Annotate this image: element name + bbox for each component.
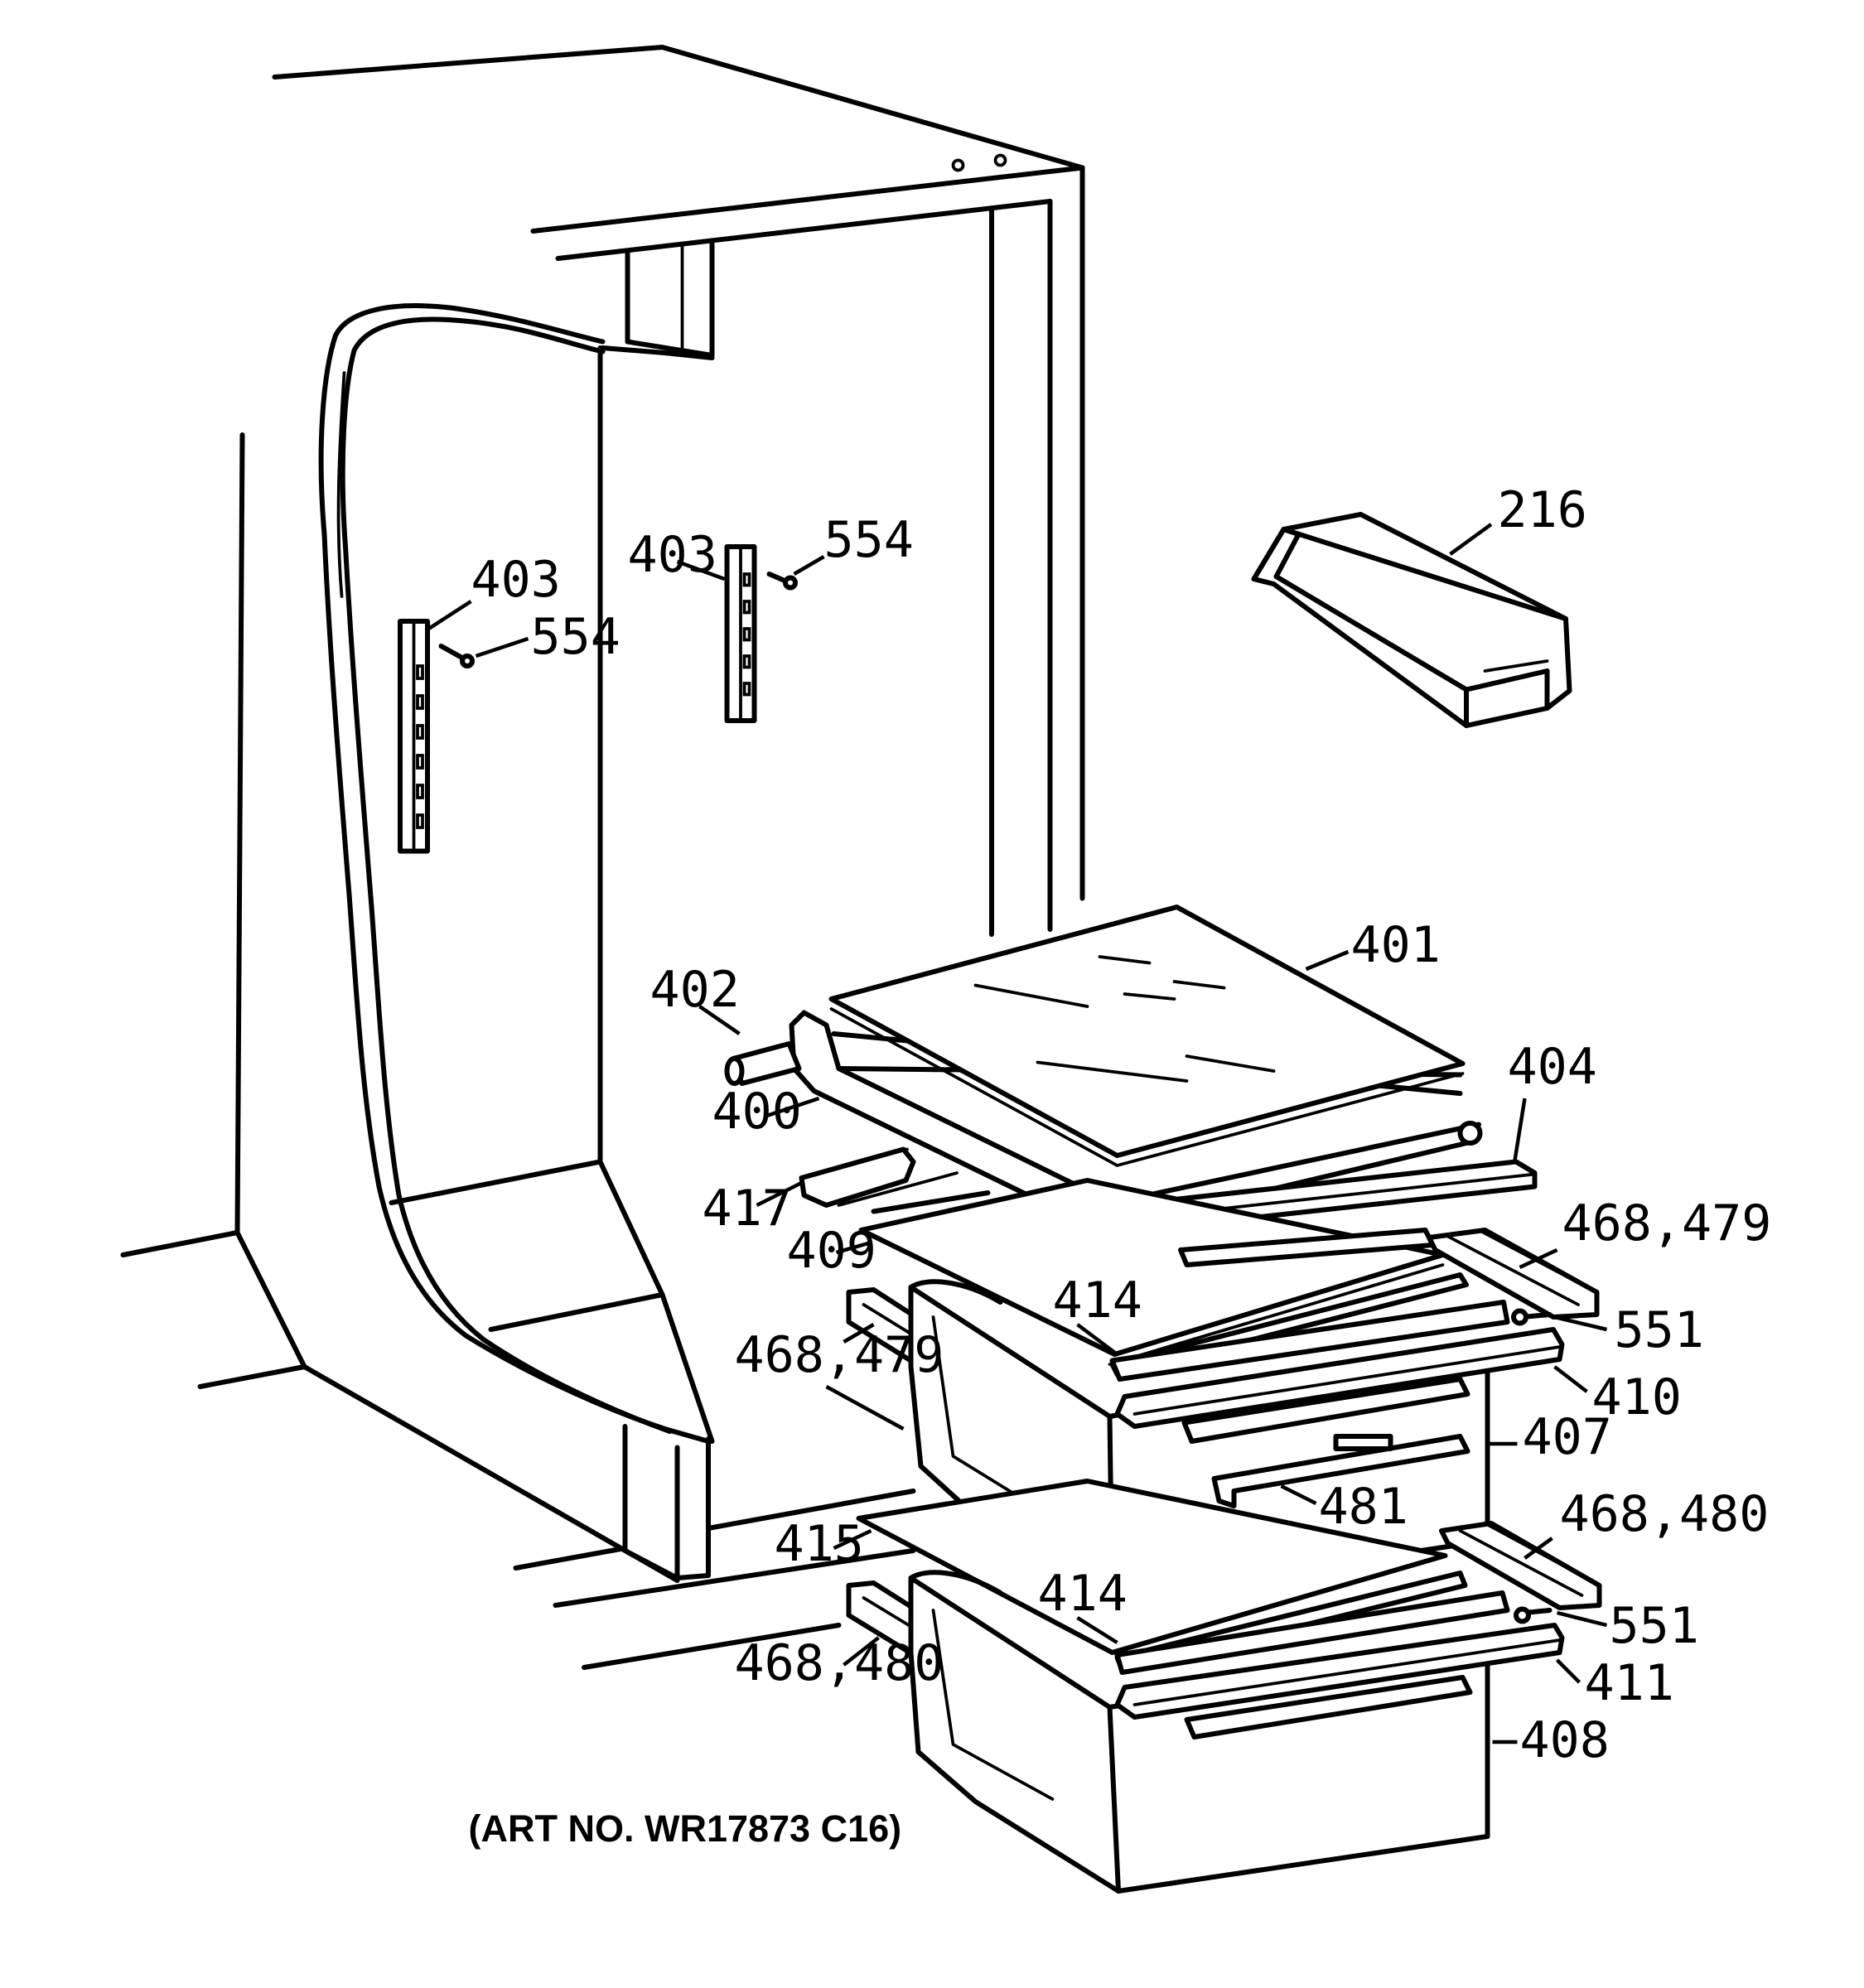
label-407: 407 bbox=[1523, 1408, 1612, 1466]
frame-414-lower bbox=[1114, 1571, 1510, 1675]
label-403-left: 403 bbox=[471, 551, 561, 609]
bracket-417 bbox=[799, 1146, 959, 1208]
callout-labels: 216 403 554 403 554 401 402 400 404 417 … bbox=[469, 481, 1772, 1850]
slide-rail-right-468-480 bbox=[1439, 1521, 1602, 1610]
art-number: (ART NO. WR17873 C16) bbox=[469, 1807, 902, 1850]
label-554-right: 554 bbox=[824, 511, 914, 569]
slide-rail-right-468-479 bbox=[1427, 1228, 1600, 1320]
label-403-right: 403 bbox=[628, 526, 717, 584]
shelf-ladder-left bbox=[398, 619, 430, 854]
label-415: 415 bbox=[775, 1515, 864, 1573]
label-414-lower: 414 bbox=[1038, 1565, 1128, 1623]
label-468-480-left: 468,480 bbox=[735, 1634, 944, 1692]
label-414-upper: 414 bbox=[1053, 1271, 1142, 1329]
glass-shelf-401 bbox=[828, 905, 1466, 1167]
leader-lines bbox=[427, 523, 1608, 1744]
screw-551-lower bbox=[1514, 1606, 1553, 1624]
frame-414-upper bbox=[1109, 1228, 1510, 1382]
door-bin-216 bbox=[1251, 512, 1572, 728]
label-481: 481 bbox=[1319, 1478, 1408, 1536]
label-468-480-right: 468,480 bbox=[1560, 1485, 1770, 1543]
label-551-upper: 551 bbox=[1615, 1301, 1704, 1359]
crisper-drawer-408 bbox=[908, 1570, 1565, 1894]
label-402: 402 bbox=[650, 961, 740, 1019]
label-216: 216 bbox=[1498, 481, 1587, 539]
cover-glass-415 bbox=[856, 1479, 1448, 1655]
screw-left bbox=[438, 644, 475, 668]
cabinet bbox=[120, 45, 1085, 1670]
label-401: 401 bbox=[1351, 916, 1441, 974]
label-404: 404 bbox=[1508, 1038, 1597, 1096]
screw-right bbox=[766, 572, 798, 591]
label-409: 409 bbox=[787, 1222, 876, 1280]
label-417: 417 bbox=[703, 1180, 792, 1238]
label-554-left: 554 bbox=[531, 608, 621, 666]
label-468-479-left: 468,479 bbox=[735, 1326, 944, 1384]
label-551-lower: 551 bbox=[1610, 1597, 1699, 1655]
screw-551-upper bbox=[1511, 1308, 1553, 1326]
label-410: 410 bbox=[1592, 1368, 1682, 1426]
shelf-support-402 bbox=[724, 1041, 802, 1086]
label-400: 400 bbox=[712, 1083, 802, 1141]
label-408: 408 bbox=[1520, 1711, 1610, 1769]
shelf-ladder-right bbox=[724, 544, 757, 723]
label-468-479-right: 468,479 bbox=[1562, 1194, 1772, 1252]
label-411: 411 bbox=[1585, 1654, 1674, 1712]
